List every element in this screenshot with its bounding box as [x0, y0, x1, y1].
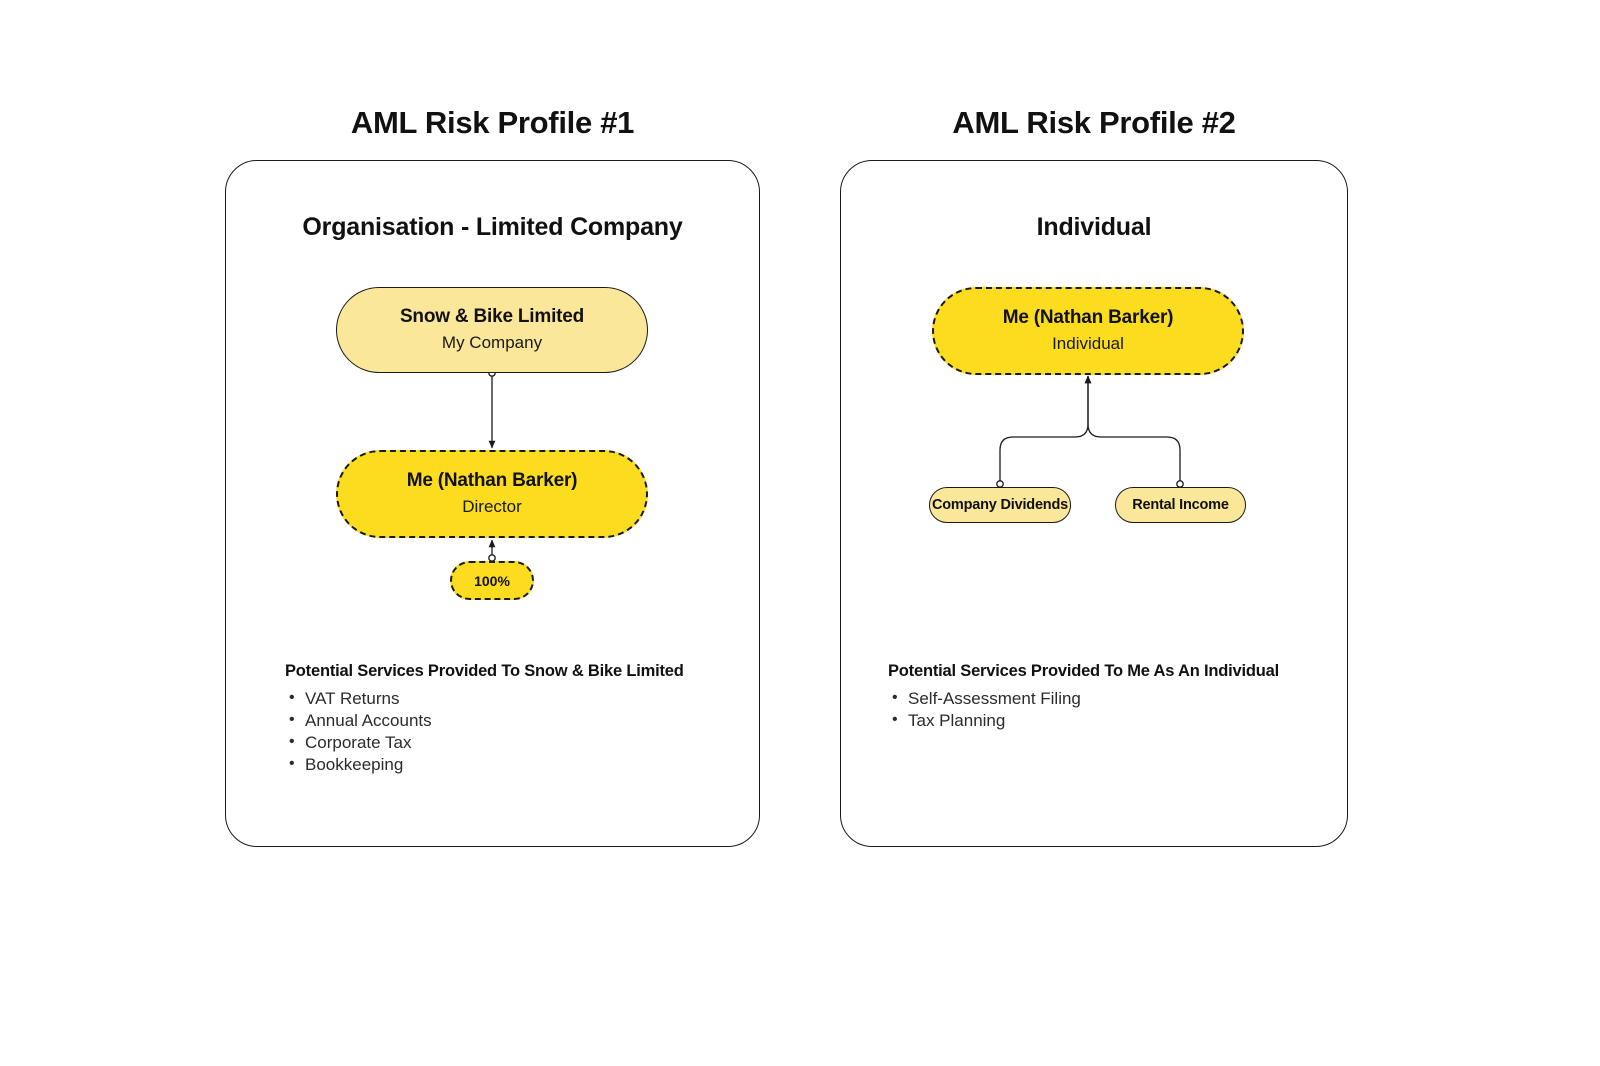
- list-item: Annual Accounts: [287, 709, 432, 732]
- services-heading-profile-1: Potential Services Provided To Snow & Bi…: [285, 662, 684, 680]
- card-heading-individual: Individual: [1036, 213, 1152, 241]
- list-item: VAT Returns: [287, 687, 432, 710]
- services-list-profile-2: Self-Assessment Filing Tax Planning: [890, 687, 1081, 732]
- card-heading-organisation: Organisation - Limited Company: [302, 213, 683, 241]
- services-list-profile-1: VAT Returns Annual Accounts Corporate Ta…: [287, 687, 432, 776]
- node-title: Snow & Bike Limited: [399, 306, 585, 328]
- card-profile-2: Individual: [840, 160, 1348, 847]
- node-title: Me (Nathan Barker): [1002, 307, 1174, 329]
- node-pill-label: Company Dividends: [932, 497, 1068, 513]
- node-subtitle: Individual: [1052, 333, 1124, 353]
- node-me-individual[interactable]: Me (Nathan Barker) Individual: [932, 287, 1244, 375]
- list-item: Self-Assessment Filing: [890, 687, 1081, 710]
- node-badge-label: 100%: [474, 572, 510, 589]
- panel-title-profile-2: AML Risk Profile #2: [952, 105, 1236, 140]
- node-ownership-badge-100-percent[interactable]: 100%: [450, 561, 534, 600]
- list-item: Corporate Tax: [287, 731, 432, 754]
- services-heading-profile-2: Potential Services Provided To Me As An …: [888, 662, 1279, 680]
- list-item: Tax Planning: [890, 709, 1081, 732]
- list-item: Bookkeeping: [287, 753, 432, 776]
- node-company-dividends[interactable]: Company Dividends: [929, 487, 1071, 523]
- node-snow-bike-limited[interactable]: Snow & Bike Limited My Company: [336, 287, 648, 373]
- node-subtitle: Director: [462, 496, 522, 516]
- node-subtitle: My Company: [441, 332, 543, 352]
- node-rental-income[interactable]: Rental Income: [1115, 487, 1246, 523]
- node-title: Me (Nathan Barker): [406, 470, 578, 492]
- panel-title-profile-1: AML Risk Profile #1: [350, 105, 635, 140]
- node-pill-label: Rental Income: [1132, 497, 1229, 513]
- node-me-director[interactable]: Me (Nathan Barker) Director: [336, 450, 648, 538]
